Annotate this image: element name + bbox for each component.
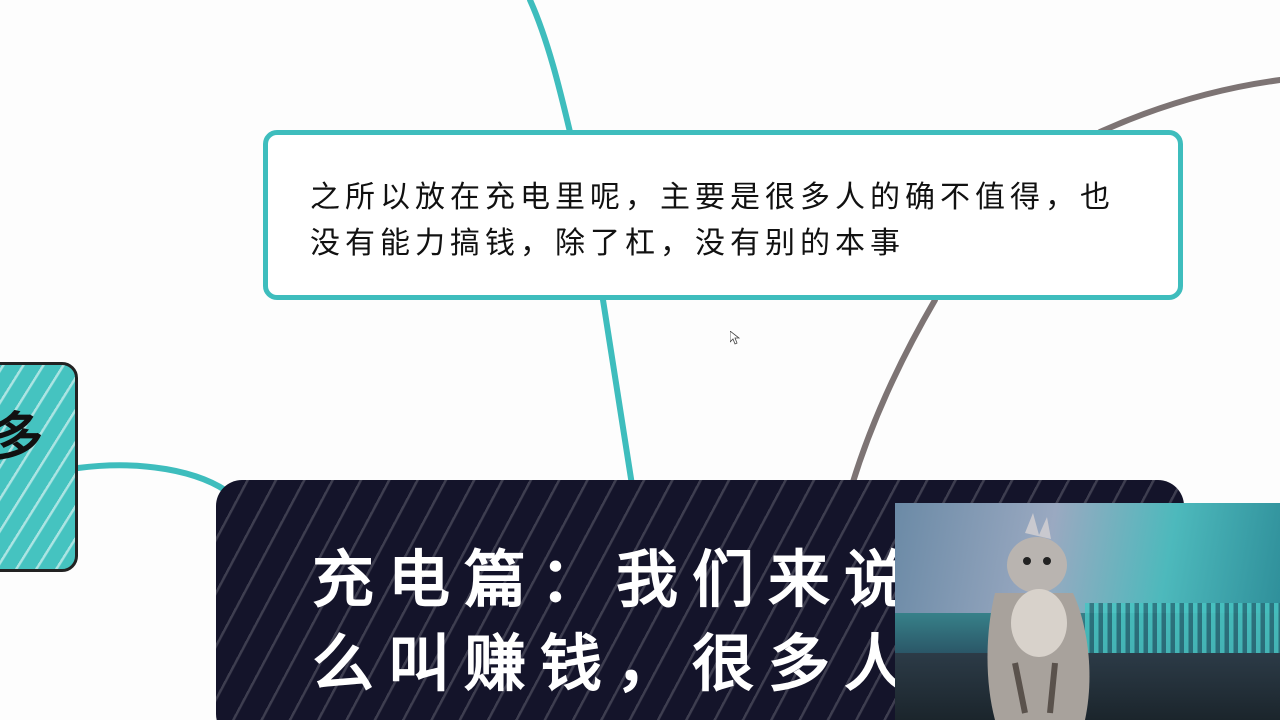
note-text: 之所以放在充电里呢，主要是很多人的确不值得，也 没有能力搞钱，除了杠，没有别的本… <box>310 175 1170 267</box>
left-node-hatching <box>0 365 75 569</box>
title-node-text: 充电篇：我们来说 么叫赚钱，很多人 <box>312 538 1184 706</box>
branch-teal-left <box>75 462 235 498</box>
branch-gray-top <box>1097 77 1280 135</box>
left-topic-node[interactable]: 多 <box>0 362 78 572</box>
webcam-figure <box>987 513 1090 720</box>
note-line-2: 没有能力搞钱，除了杠，没有别的本事 <box>310 226 905 261</box>
webcam-sky <box>895 503 1280 613</box>
mouse-pointer-icon <box>730 331 740 345</box>
title-line-1: 充电篇：我们来说 <box>312 543 921 616</box>
branch-teal-center <box>600 297 635 488</box>
branch-teal-top <box>527 0 573 135</box>
branch-gray-center <box>849 297 938 488</box>
left-node-label: 多 <box>0 395 43 470</box>
note-line-1: 之所以放在充电里呢，主要是很多人的确不值得，也 <box>310 180 1115 215</box>
title-line-2: 么叫赚钱，很多人 <box>312 627 921 700</box>
webcam-overlay <box>895 503 1280 720</box>
note-node[interactable]: 之所以放在充电里呢，主要是很多人的确不值得，也 没有能力搞钱，除了杠，没有别的本… <box>263 130 1183 300</box>
